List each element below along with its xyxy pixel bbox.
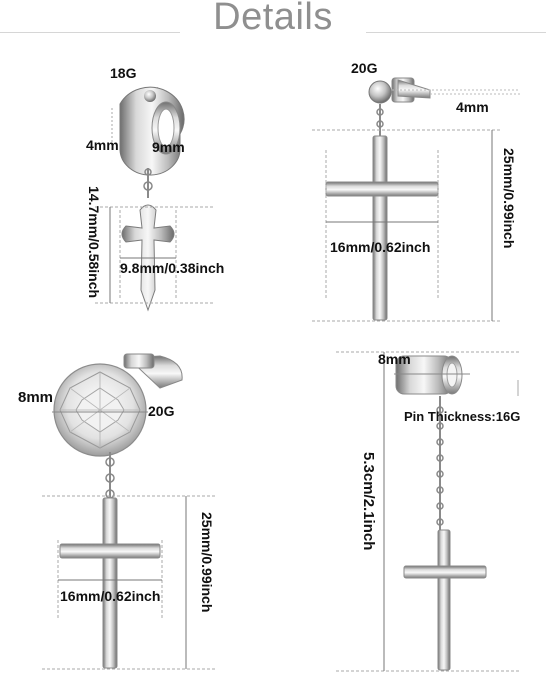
crystal-stone <box>53 363 147 457</box>
chain-earring <box>395 355 487 671</box>
crystal-stone-label: 8mm <box>18 389 54 406</box>
hoop-length-label: 14.7mm/0.58inch <box>86 186 102 299</box>
stud-gauge-label: 20G <box>351 60 378 76</box>
crystal-earring <box>53 353 183 669</box>
hoop-diameter-label: 9mm <box>152 139 185 155</box>
stud-cross <box>325 135 439 321</box>
hoop-earring <box>119 86 185 312</box>
stud-length-label: 25mm/0.99inch <box>501 148 517 249</box>
title-rule-right <box>366 32 546 33</box>
chain-length-label: 5.3cm/2.1inch <box>360 452 377 551</box>
stud-ball-label: 4mm <box>456 99 489 115</box>
title-rule-left <box>0 32 180 33</box>
hoop-width-label: 4mm <box>86 137 119 153</box>
pin-thickness-label: Pin Thickness:16G <box>404 409 521 424</box>
hoop-ring <box>119 86 185 176</box>
crystal-cross <box>59 497 161 669</box>
crystal-cross-width-label: 16mm/0.62inch <box>60 588 161 604</box>
stud-cross-width-label: 16mm/0.62inch <box>330 239 431 255</box>
stud-earring <box>325 77 439 321</box>
crystal-length-label: 25mm/0.99inch <box>199 512 215 613</box>
crystal-gauge-label: 20G <box>148 403 175 419</box>
plug-back <box>395 355 463 395</box>
plug-width-label: 8mm <box>378 351 411 367</box>
chain-cross <box>403 529 487 671</box>
page-title: Details <box>213 0 333 38</box>
hoop-cross-width-label: 9.8mm/0.38inch <box>120 260 225 276</box>
hoop-gauge-label: 18G <box>110 65 137 81</box>
